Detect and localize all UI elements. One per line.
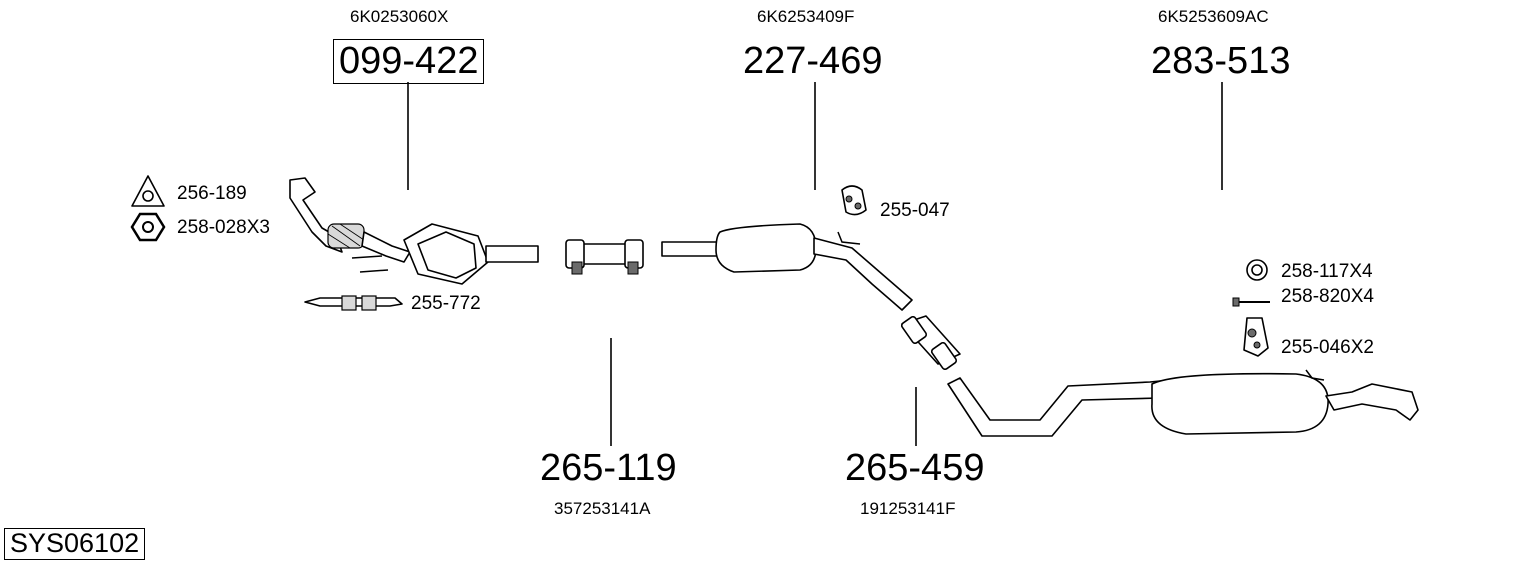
oem-number: 357253141A xyxy=(554,499,651,518)
clamp-265-119 xyxy=(565,239,644,275)
rubber-hanger-icon xyxy=(1243,317,1269,357)
ring-icon xyxy=(1246,259,1268,281)
oem-number: 191253141F xyxy=(860,499,956,518)
clamp-265-459 xyxy=(900,315,961,371)
oem-number: 6K5253609AC xyxy=(1158,7,1269,26)
leader-lines xyxy=(407,82,1223,446)
oem-number: 6K0253060X xyxy=(350,7,449,26)
part-number[interactable]: 099-422 xyxy=(333,39,485,84)
accessory-label[interactable]: 258-117X4 xyxy=(1281,261,1373,282)
nut-icon xyxy=(130,212,166,242)
part-number[interactable]: 265-119 xyxy=(540,447,677,489)
accessory-label[interactable]: 256-189 xyxy=(177,183,247,204)
bracket-icon xyxy=(304,295,403,311)
part-number[interactable]: 283-513 xyxy=(1151,40,1291,82)
accessory-label[interactable]: 258-820X4 xyxy=(1281,286,1374,307)
rear-silencer xyxy=(947,369,1419,437)
rubber-hanger-icon xyxy=(841,185,867,216)
oem-number: 6K6253409F xyxy=(757,7,855,26)
accessory-label[interactable]: 255-046X2 xyxy=(1281,337,1374,358)
accessory-label[interactable]: 255-772 xyxy=(411,293,481,314)
part-number[interactable]: 265-459 xyxy=(845,447,985,489)
system-code: SYS06102 xyxy=(4,528,146,560)
bolt-icon xyxy=(1232,297,1270,307)
part-number[interactable]: 227-469 xyxy=(743,40,883,82)
accessory-label[interactable]: 255-047 xyxy=(880,200,950,221)
middle-silencer xyxy=(661,223,913,311)
front-pipe-catalyst xyxy=(289,177,539,285)
accessory-label[interactable]: 258-028X3 xyxy=(177,217,270,238)
gasket-icon xyxy=(131,175,165,207)
